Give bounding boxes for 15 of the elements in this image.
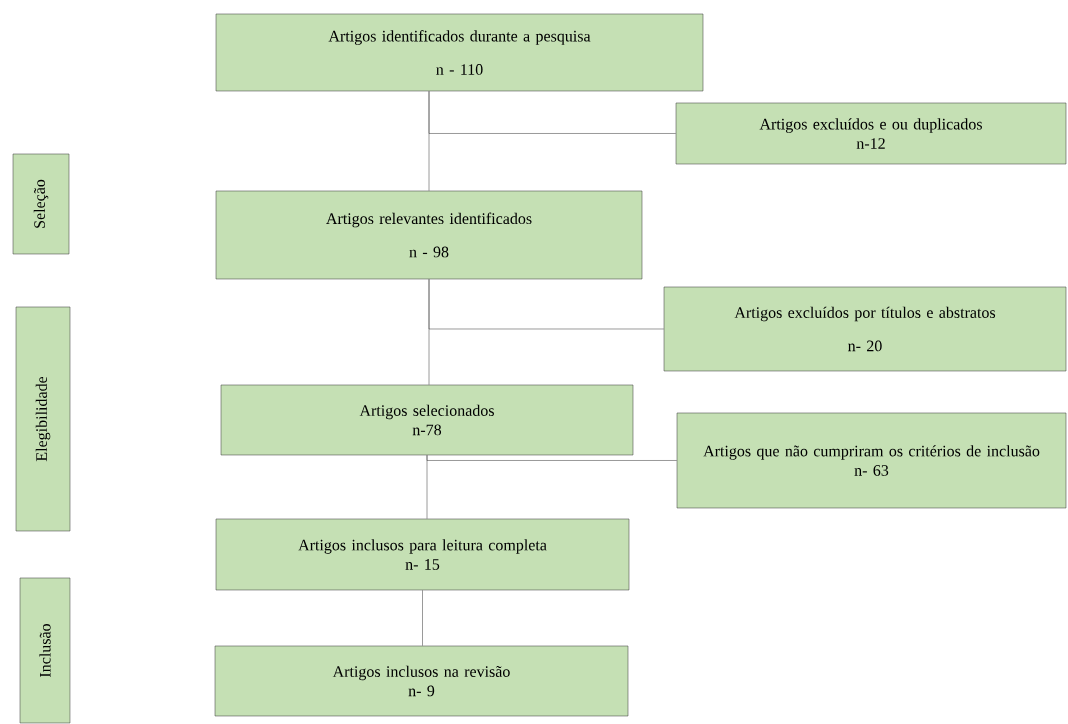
process-box: Artigos que não cumpriram os critérios de inclusão n- 63 [676,412,1067,509]
process-box: Artigos excluídos por títulos e abstratos n- 20 [663,286,1067,372]
process-box: Artigos selecionados n-78 [220,384,634,456]
process-box: Artigos excluídos e ou duplicados n-12 [675,102,1067,165]
connector-line [428,279,664,330]
stage-label: Elegibilidade [15,306,71,532]
process-box: Artigos inclusos na revisão n- 9 [214,645,629,717]
connector-line [426,455,677,461]
stage-label: Seleção [12,153,70,255]
process-box: Artigos inclusos para leitura completa n- 15 [215,518,630,591]
connector-line [422,590,423,646]
process-box: Artigos identificados durante a pesquisa n - 110 [215,13,704,92]
process-box: Artigos relevantes identificados n - 98 [215,190,643,280]
stage-label: Inclusão [19,577,71,724]
connector-line [428,91,676,134]
